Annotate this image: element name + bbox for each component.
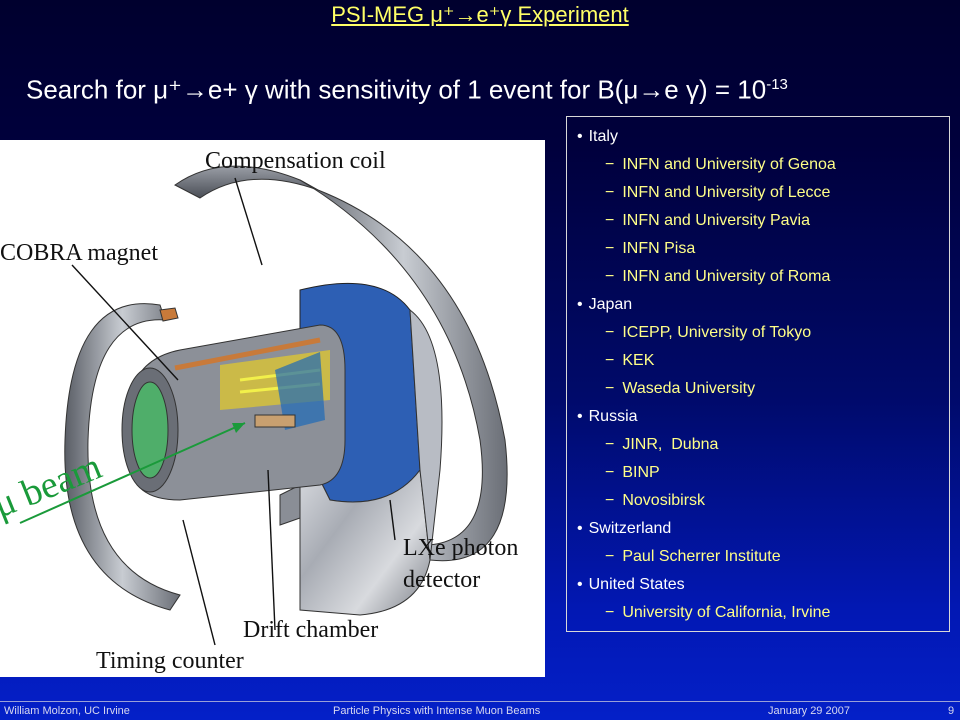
subtitle-exponent: -13 xyxy=(766,76,788,93)
subtitle-text: Search for μ⁺→e+ γ with sensitivity of 1… xyxy=(26,74,767,105)
dash-icon: − xyxy=(605,548,615,565)
institution-item: −Paul Scherrer Institute xyxy=(605,548,781,565)
country-item-switzerland: •Switzerland xyxy=(577,520,672,537)
country-item-united-states: •United States xyxy=(577,576,685,593)
country-item-japan: •Japan xyxy=(577,296,633,313)
institution-item: −INFN and University of Genoa xyxy=(605,156,836,173)
institution-item: −INFN and University Pavia xyxy=(605,212,810,229)
institution-item: −INFN and University of Roma xyxy=(605,268,831,285)
bullet-icon: • xyxy=(577,520,583,537)
institution-item: −BINP xyxy=(605,464,660,481)
dash-icon: − xyxy=(605,352,615,369)
dash-icon: − xyxy=(605,492,615,509)
country-item-russia: •Russia xyxy=(577,408,638,425)
footer-page-number: 9 xyxy=(948,705,955,717)
country-item-italy: •Italy xyxy=(577,128,618,145)
dash-icon: − xyxy=(605,324,615,341)
label-timing-counter: Timing counter xyxy=(96,648,244,674)
institution-item: −INFN and University of Lecce xyxy=(605,184,831,201)
dash-icon: − xyxy=(605,464,615,481)
leader-lines xyxy=(71,177,396,646)
drift-chamber-shape xyxy=(254,414,296,428)
beam-arrowhead xyxy=(232,423,245,433)
bullet-icon: • xyxy=(577,408,583,425)
footer-divider xyxy=(0,701,960,702)
collaboration-list: •Italy −INFN and University of Genoa −IN… xyxy=(566,116,950,632)
footer-date: January 29 2007 xyxy=(768,705,850,717)
label-lxe-line2: detector xyxy=(403,567,480,593)
compensation-coil-shape xyxy=(64,165,508,611)
bullet-icon: • xyxy=(577,128,583,145)
dash-icon: − xyxy=(605,212,615,229)
slide-subtitle: Search for μ⁺→e+ γ with sensitivity of 1… xyxy=(26,68,960,107)
bullet-icon: • xyxy=(577,576,583,593)
label-cobra-magnet: COBRA magnet xyxy=(0,240,158,266)
label-drift-chamber: Drift chamber xyxy=(243,617,378,643)
dash-icon: − xyxy=(605,240,615,257)
institution-item: −University of California, Irvine xyxy=(605,604,831,621)
label-lxe-line1: LXe photon xyxy=(403,535,518,561)
institution-item: −ICEPP, University of Tokyo xyxy=(605,324,812,341)
slide-title: PSI-MEG μ⁺→e⁺γ Experiment xyxy=(331,2,629,27)
dash-icon: − xyxy=(605,156,615,173)
dash-icon: − xyxy=(605,268,615,285)
dash-icon: − xyxy=(605,604,615,621)
detector-figure: Compensation coil COBRA magnet μ beam LX… xyxy=(0,140,545,677)
cobra-magnet-shape xyxy=(121,324,346,501)
bullet-icon: • xyxy=(577,296,583,313)
label-compensation-coil: Compensation coil xyxy=(205,148,386,174)
institution-item: −KEK xyxy=(605,352,655,369)
dash-icon: − xyxy=(605,380,615,397)
timing-counter-shape xyxy=(159,307,179,322)
beam-line xyxy=(19,422,246,524)
footer-talk-title: Particle Physics with Intense Muon Beams xyxy=(333,705,541,717)
footer-author: William Molzon, UC Irvine xyxy=(4,705,130,717)
institution-item: −Novosibirsk xyxy=(605,492,706,509)
detector-diagram: Compensation coil COBRA magnet μ beam LX… xyxy=(0,148,518,674)
dash-icon: − xyxy=(605,184,615,201)
institution-item: −JINR, Dubna xyxy=(605,436,719,453)
institution-item: −INFN Pisa xyxy=(605,240,696,257)
institution-item: −Waseda University xyxy=(605,380,756,397)
dash-icon: − xyxy=(605,436,615,453)
